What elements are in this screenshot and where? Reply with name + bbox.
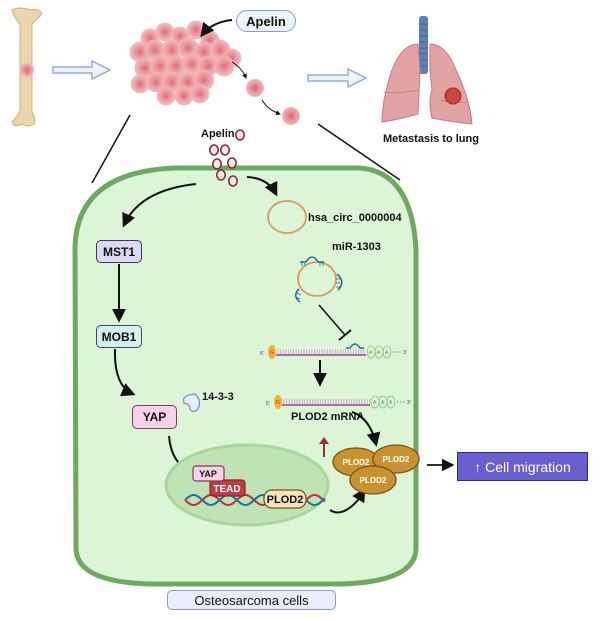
tumor-cluster-icon xyxy=(129,20,242,106)
inhibition-line xyxy=(318,304,346,336)
protein-14-3-3-label: 14-3-3 xyxy=(202,391,234,403)
zoom-line-left xyxy=(91,114,131,184)
circrna-icon xyxy=(267,200,307,234)
plod2-protein xyxy=(349,465,397,495)
arrow-gene-to-protein xyxy=(329,487,366,514)
plod2-protein-label: PLOD2 xyxy=(343,458,370,467)
upregulation-arrowhead-icon xyxy=(319,437,329,444)
bone-icon xyxy=(11,7,43,127)
migration-arrow-1 xyxy=(231,61,247,79)
apelin-molecules xyxy=(209,129,246,187)
arrow-mob1-to-yap xyxy=(113,348,136,397)
nucleus-yap-box xyxy=(192,465,225,482)
hollow-arrow-icon xyxy=(52,59,112,81)
osteosarcoma-cell xyxy=(72,165,419,587)
migrating-cell-icon xyxy=(246,79,264,97)
cell-migration-box: ↑ Cell migration xyxy=(457,452,588,481)
three-prime-label: 3' xyxy=(403,350,407,356)
zoom-line-right xyxy=(317,123,401,181)
mrna-cap-icon xyxy=(268,345,276,359)
apelin-arrow xyxy=(200,19,233,38)
nucleus-yap-label: YAP xyxy=(199,469,217,479)
inhibition-bar xyxy=(338,329,352,341)
apelin-molecule-icon xyxy=(216,169,227,181)
mob1-box: MOB1 xyxy=(96,325,142,348)
polya-label: A xyxy=(389,400,393,406)
migration-arrow-2 xyxy=(261,99,281,116)
metastasis-label: Metastasis to lung xyxy=(383,133,479,145)
plod2-mrna-label: PLOD2 mRNA xyxy=(291,411,364,423)
tumor-cell-icon xyxy=(190,84,210,104)
five-prime-label: 5' xyxy=(266,401,270,407)
apelin-molecule-icon xyxy=(227,157,238,169)
bound-mirna-icon xyxy=(346,343,364,349)
lungs-icon xyxy=(381,16,473,125)
apelin-molecule-icon xyxy=(209,144,220,156)
apelin-pill: Apelin xyxy=(236,10,296,32)
arrow-apelin-to-mst1 xyxy=(122,183,197,228)
mirna-label: miR-1303 xyxy=(332,241,381,253)
mrna-cap-label: G xyxy=(270,350,274,356)
hollow-arrow-icon xyxy=(307,67,368,89)
migrating-cell-icon xyxy=(282,107,300,125)
tumor-cell-icon xyxy=(174,86,194,106)
arrow-apelin-to-circrna xyxy=(246,176,278,197)
three-prime-label: 3' xyxy=(407,400,411,406)
tead-label: TEAD xyxy=(213,484,240,495)
arrow-mrna-to-protein xyxy=(351,411,381,447)
apelin-molecule-icon xyxy=(228,175,239,187)
plod2-protein xyxy=(372,444,420,474)
bone-tumor-icon xyxy=(20,63,34,77)
circrna-label: hsa_circ_0000004 xyxy=(308,212,402,224)
polya-icon xyxy=(386,395,396,409)
plod2-protein-label: PLOD2 xyxy=(360,476,387,485)
mrna-cap-icon xyxy=(274,395,282,409)
polya-label: A xyxy=(373,400,377,406)
apelin-molecule-icon xyxy=(235,129,246,141)
apelin-label: Apelin xyxy=(201,128,235,140)
polya-label: A xyxy=(377,350,381,356)
polya-label: A xyxy=(385,350,389,356)
nucleus xyxy=(164,443,330,527)
mrna-cap-label: G xyxy=(276,400,280,406)
plod2-gene-box xyxy=(263,489,307,509)
mst1-box: MST1 xyxy=(96,240,142,263)
plod2-protein-label: PLOD2 xyxy=(383,455,410,464)
tumor-cell-icon xyxy=(156,86,176,106)
lung-metastasis-icon xyxy=(444,87,462,105)
osteosarcoma-cells-label: Osteosarcoma cells xyxy=(167,590,336,610)
apelin-molecule-icon xyxy=(220,144,231,156)
five-prime-label: 5' xyxy=(260,351,264,357)
circrna-mirna-sponge-icon xyxy=(294,256,343,303)
polya-icon xyxy=(382,345,392,359)
apelin-molecule-icon xyxy=(212,158,223,170)
polya-label: A xyxy=(369,350,373,356)
tumor-cell-icon xyxy=(213,55,235,77)
plod2-gene-label: PLOD2 xyxy=(267,494,304,506)
tead-box xyxy=(209,479,246,497)
yap-box: YAP xyxy=(132,405,177,429)
protein-14-3-3-icon xyxy=(182,393,201,413)
polya-label: A xyxy=(381,400,385,406)
